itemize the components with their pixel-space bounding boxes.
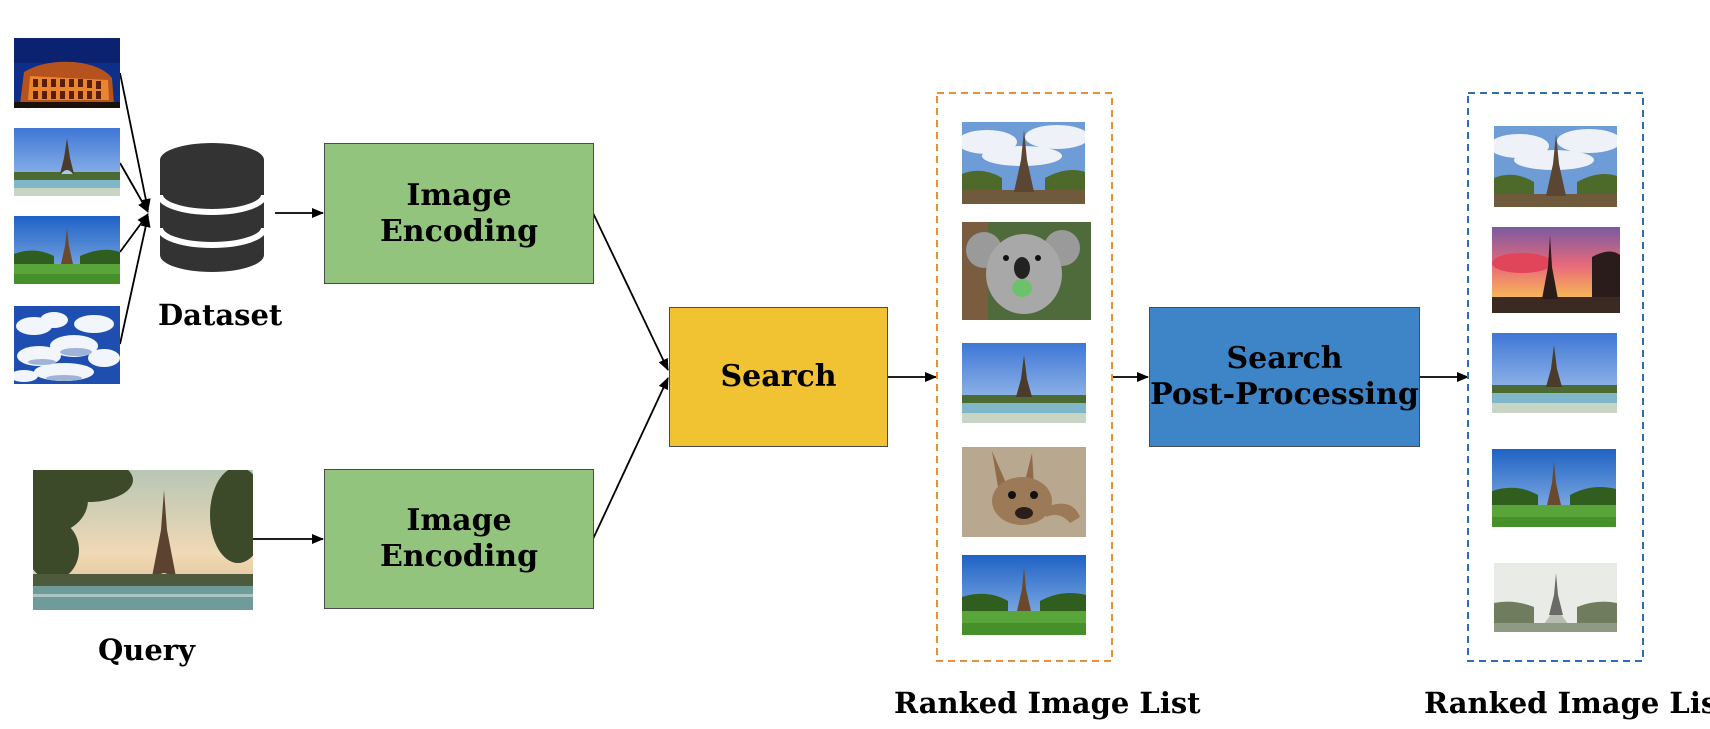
ranked-list-after-label: Ranked Image List: [1424, 686, 1710, 720]
image-encoding-box-query: Image Encoding: [324, 469, 594, 609]
ranked-before-4-kangaroo: [962, 447, 1086, 537]
ranked-list-after-frame: [1467, 92, 1644, 662]
arrow-encoder2-to-search: [592, 377, 669, 540]
ranked-after-4-eiffel-lawn: [1492, 449, 1616, 527]
ranked-before-2-koala: [962, 222, 1091, 320]
ranked-after-3-eiffel-fountains: [1492, 333, 1617, 413]
ranked-after-5-eiffel-foggy-avenue: [1494, 563, 1617, 632]
dataset-label: Dataset: [158, 298, 283, 332]
dataset-image-colosseum: [14, 38, 120, 108]
ranked-after-1-eiffel-clouds: [1494, 126, 1617, 207]
arrow-img1-to-db: [119, 72, 151, 211]
query-image: [33, 470, 253, 610]
dataset-image-eiffel-fountains: [14, 128, 120, 196]
ranked-list-before-frame: [936, 92, 1113, 662]
image-encoding-box-dataset: Image Encoding: [324, 143, 594, 284]
arrow-img4-to-db: [119, 215, 151, 345]
query-label: Query: [98, 633, 195, 667]
ranked-list-before-label: Ranked Image List: [894, 686, 1201, 720]
dataset-image-clouds: [14, 306, 120, 384]
ranked-after-2-eiffel-sunset: [1492, 227, 1620, 313]
search-post-processing-box: Search Post-Processing: [1149, 307, 1420, 447]
search-box: Search: [669, 307, 888, 447]
dataset-image-eiffel-lawn: [14, 216, 120, 284]
ranked-before-5-eiffel-lawn: [962, 555, 1086, 635]
ranked-before-3-eiffel-fountains: [962, 343, 1086, 423]
database-icon: [157, 143, 267, 272]
ranked-before-1-eiffel-clouds: [962, 122, 1085, 204]
arrow-img2-to-db: [119, 162, 149, 213]
arrow-encoder1-to-search: [592, 212, 669, 371]
